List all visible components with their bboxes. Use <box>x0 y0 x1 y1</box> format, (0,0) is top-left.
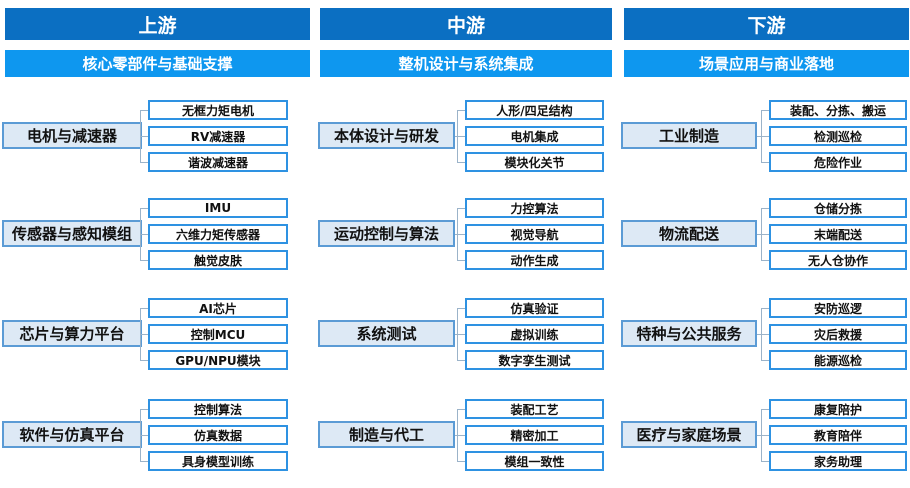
connector-line <box>455 234 457 235</box>
connector-line <box>140 334 148 335</box>
downstream-header: 下游 <box>624 8 909 40</box>
item-box: 无框力矩电机 <box>148 100 288 120</box>
connector-line <box>761 136 769 137</box>
category-box: 运动控制与算法 <box>318 220 455 247</box>
item-box: 末端配送 <box>769 224 907 244</box>
connector-line <box>457 136 465 137</box>
item-box: GPU/NPU模块 <box>148 350 288 370</box>
item-box: 精密加工 <box>465 425 604 445</box>
category-box: 传感器与感知模组 <box>2 220 142 247</box>
connector-line <box>761 334 769 335</box>
item-box: 触觉皮肤 <box>148 250 288 270</box>
item-box: 康复陪护 <box>769 399 907 419</box>
category-box: 物流配送 <box>621 220 757 247</box>
item-box: 家务助理 <box>769 451 907 471</box>
category-box: 工业制造 <box>621 122 757 149</box>
item-box: 电机集成 <box>465 126 604 146</box>
category-box: 制造与代工 <box>318 421 455 448</box>
item-box: 数字孪生测试 <box>465 350 604 370</box>
item-box: RV减速器 <box>148 126 288 146</box>
downstream-subheader: 场景应用与商业落地 <box>624 50 909 77</box>
item-box: 仓储分拣 <box>769 198 907 218</box>
item-box: 动作生成 <box>465 250 604 270</box>
item-box: 检测巡检 <box>769 126 907 146</box>
connector-line <box>457 435 465 436</box>
connector-line <box>757 234 761 235</box>
item-box: 安防巡逻 <box>769 298 907 318</box>
connector-line <box>757 435 761 436</box>
item-box: AI芯片 <box>148 298 288 318</box>
item-box: 力控算法 <box>465 198 604 218</box>
upstream-header: 上游 <box>5 8 310 40</box>
connector-line <box>761 110 769 111</box>
item-box: 视觉导航 <box>465 224 604 244</box>
connector-line <box>457 409 465 410</box>
item-box: 危险作业 <box>769 152 907 172</box>
item-box: 虚拟训练 <box>465 324 604 344</box>
item-box: 控制算法 <box>148 399 288 419</box>
connector-line <box>140 162 148 163</box>
connector-line <box>757 334 761 335</box>
category-box: 本体设计与研发 <box>318 122 455 149</box>
category-box: 软件与仿真平台 <box>2 421 142 448</box>
item-box: 教育陪伴 <box>769 425 907 445</box>
connector-line <box>457 334 465 335</box>
midstream-header: 中游 <box>320 8 612 40</box>
connector-line <box>455 334 457 335</box>
item-box: IMU <box>148 198 288 218</box>
category-box: 特种与公共服务 <box>621 320 757 347</box>
connector-line <box>140 260 148 261</box>
connector-line <box>457 260 465 261</box>
connector-line <box>761 208 769 209</box>
item-box: 能源巡检 <box>769 350 907 370</box>
item-box: 人形/四足结构 <box>465 100 604 120</box>
item-box: 装配工艺 <box>465 399 604 419</box>
connector-line <box>455 136 457 137</box>
connector-line <box>140 208 148 209</box>
connector-line <box>455 435 457 436</box>
connector-line <box>457 461 465 462</box>
connector-line <box>140 110 148 111</box>
connector-line <box>761 409 769 410</box>
category-box: 医疗与家庭场景 <box>621 421 757 448</box>
connector-line <box>761 234 769 235</box>
item-box: 模组一致性 <box>465 451 604 471</box>
item-box: 控制MCU <box>148 324 288 344</box>
item-box: 仿真验证 <box>465 298 604 318</box>
connector-line <box>761 360 769 361</box>
connector-line <box>457 162 465 163</box>
connector-line <box>761 162 769 163</box>
connector-line <box>457 110 465 111</box>
connector-line <box>140 136 148 137</box>
connector-line <box>140 461 148 462</box>
item-box: 仿真数据 <box>148 425 288 445</box>
connector-line <box>457 308 465 309</box>
item-box: 无人仓协作 <box>769 250 907 270</box>
category-box: 电机与减速器 <box>2 122 142 149</box>
category-box: 芯片与算力平台 <box>2 320 142 347</box>
connector-line <box>140 409 148 410</box>
item-box: 谐波减速器 <box>148 152 288 172</box>
connector-line <box>457 360 465 361</box>
connector-line <box>457 234 465 235</box>
item-box: 六维力矩传感器 <box>148 224 288 244</box>
connector-line <box>761 308 769 309</box>
item-box: 装配、分拣、搬运 <box>769 100 907 120</box>
connector-line <box>761 461 769 462</box>
connector-line <box>140 360 148 361</box>
connector-line <box>140 234 148 235</box>
connector-line <box>761 435 769 436</box>
connector-line <box>140 435 148 436</box>
connector-line <box>761 260 769 261</box>
category-box: 系统测试 <box>318 320 455 347</box>
upstream-subheader: 核心零部件与基础支撑 <box>5 50 310 77</box>
connector-line <box>757 136 761 137</box>
item-box: 具身模型训练 <box>148 451 288 471</box>
connector-line <box>457 208 465 209</box>
connector-line <box>140 308 148 309</box>
midstream-subheader: 整机设计与系统集成 <box>320 50 612 77</box>
item-box: 模块化关节 <box>465 152 604 172</box>
item-box: 灾后救援 <box>769 324 907 344</box>
